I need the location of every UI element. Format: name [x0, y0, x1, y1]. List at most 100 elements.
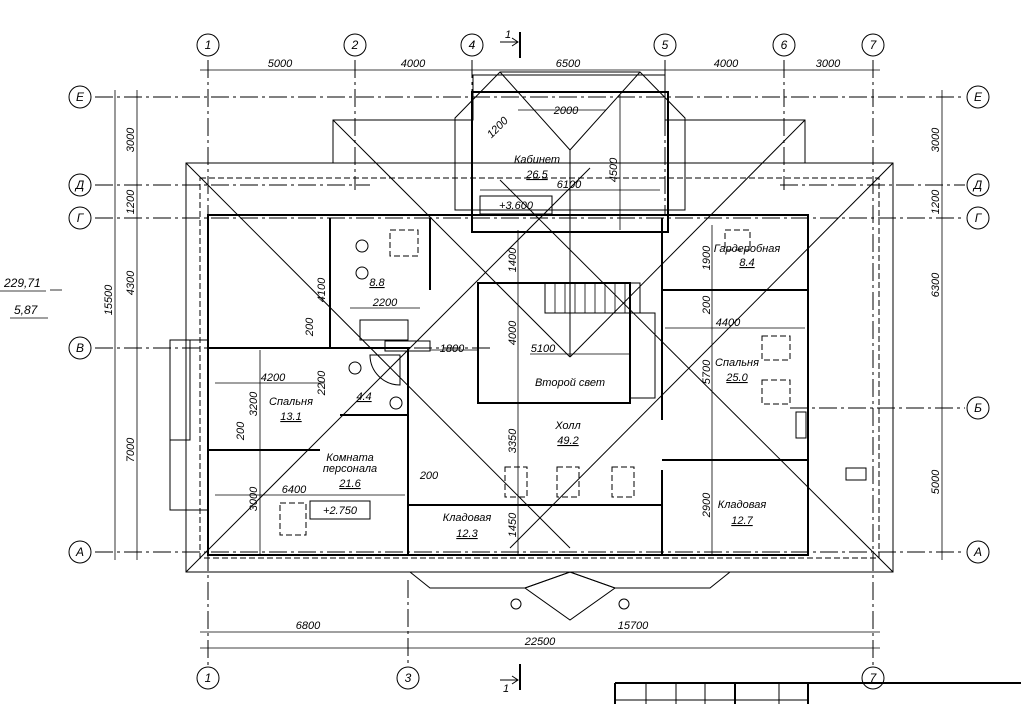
axis-label: Е	[974, 90, 983, 104]
section-mark-bottom: 1	[500, 664, 521, 695]
dim-label: 5100	[531, 343, 556, 355]
dim-label: 3000	[816, 58, 841, 70]
axis-label: А	[75, 545, 84, 559]
outer-dimension-labels: 5000 4000 6500 4000 3000 6800 15700 2250…	[103, 58, 942, 648]
elevation-mark: +3.600	[499, 200, 534, 212]
axis-label: 7	[870, 38, 878, 52]
axis-label: В	[76, 341, 84, 355]
section-label: 1	[505, 29, 511, 41]
dim-label: 6500	[556, 58, 581, 70]
axis-markers: 1 2 4 5 6 7 1 3 7 Е Д Г В А Е Д Г Б А	[68, 33, 990, 690]
vent-block-icon	[384, 340, 431, 352]
dim-label: 1800	[440, 343, 465, 355]
dim-label: 3000	[125, 127, 137, 152]
room-area: 26.5	[525, 169, 548, 181]
dim-label: 22500	[524, 636, 556, 648]
room-area: 13.1	[280, 411, 301, 423]
room-area: 49.2	[557, 435, 578, 447]
elevation-mark: +2.750	[323, 505, 358, 517]
dim-label: 2000	[553, 105, 579, 117]
dim-label: 1400	[507, 247, 519, 272]
total-area-value: 229,71	[3, 276, 41, 290]
room-name: Комната	[326, 452, 373, 464]
room-name: Гардеробная	[714, 243, 781, 255]
dim-label: 200	[701, 295, 713, 315]
room-name: Холл	[554, 420, 580, 432]
dim-label: 3000	[930, 127, 942, 152]
axis-label: 3	[405, 671, 412, 685]
toilet-icon	[355, 239, 369, 253]
roof-outline	[185, 71, 894, 621]
grid-axes	[95, 60, 965, 665]
dim-label: 2200	[316, 370, 328, 396]
dim-label: 3350	[507, 428, 519, 453]
stairs-icon	[544, 282, 656, 399]
vent-block-icon	[795, 411, 807, 439]
vent-block-icon	[845, 467, 867, 481]
room-area: 8.8	[369, 277, 385, 289]
room-area: 12.7	[731, 515, 753, 527]
axis-label: 2	[351, 38, 359, 52]
dim-label: 4300	[125, 270, 137, 295]
axis-label: А	[973, 545, 982, 559]
sink-icon	[355, 266, 369, 280]
dim-label: 7000	[125, 437, 137, 462]
room-area: 25.0	[725, 372, 748, 384]
dim-label: 6100	[557, 179, 582, 191]
room-name: Кладовая	[443, 512, 492, 524]
dim-label: 4400	[716, 317, 741, 329]
dim-label: 5000	[268, 58, 293, 70]
exterior-stairs-icon	[169, 339, 191, 441]
dim-label: 15700	[618, 620, 649, 632]
dim-label: 2200	[372, 297, 398, 309]
fixtures	[169, 229, 867, 610]
ratio-value: 5,87	[14, 303, 39, 317]
toilet-icon	[348, 361, 362, 375]
dim-label: 4500	[608, 157, 620, 182]
section-label: 1	[503, 683, 509, 695]
dim-label: 3200	[248, 391, 260, 416]
axis-label: 5	[662, 38, 669, 52]
dim-label: 4100	[316, 277, 328, 302]
light-fixture-icon	[618, 598, 630, 610]
dim-label: 1200	[485, 114, 511, 140]
axis-label: 1	[205, 38, 212, 52]
room-area: 12.3	[456, 528, 478, 540]
room-name: Второй свет	[535, 377, 605, 389]
dim-label: 5700	[701, 359, 713, 384]
dim-label: 2900	[701, 492, 713, 518]
axis-label: Г	[77, 211, 85, 225]
dim-label: 200	[304, 317, 316, 337]
axis-label: 1	[205, 671, 212, 685]
dim-label: 1450	[507, 512, 519, 537]
dim-label: 3000	[248, 486, 260, 511]
section-mark-top: 1	[500, 29, 521, 58]
sink-icon	[389, 396, 403, 410]
axis-label: Д	[972, 178, 983, 192]
dim-label: 5000	[930, 469, 942, 494]
room-name: Кладовая	[718, 499, 767, 511]
axis-label: Д	[74, 178, 85, 192]
room-area: 21.6	[338, 478, 361, 490]
room-name: персонала	[323, 463, 377, 475]
axis-label: 7	[870, 671, 878, 685]
room-area: 4.4	[356, 391, 371, 403]
dim-label: 200	[235, 421, 247, 441]
axis-label: 6	[781, 38, 788, 52]
dim-label: 4000	[507, 320, 519, 345]
dim-label: 4000	[714, 58, 739, 70]
dim-label: 6400	[282, 484, 307, 496]
dimension-lines	[50, 69, 943, 649]
dim-label: 6800	[296, 620, 321, 632]
dim-label: 1200	[930, 189, 942, 214]
axis-label: 4	[469, 38, 476, 52]
axis-label: Е	[76, 90, 85, 104]
light-fixture-icon	[510, 598, 522, 610]
dim-label: 15500	[103, 284, 115, 315]
dim-label: 1900	[701, 245, 713, 270]
room-name: Спальня	[715, 357, 759, 369]
dim-label: 4000	[401, 58, 426, 70]
room-area: 8.4	[739, 257, 754, 269]
dim-label: 6300	[930, 272, 942, 297]
